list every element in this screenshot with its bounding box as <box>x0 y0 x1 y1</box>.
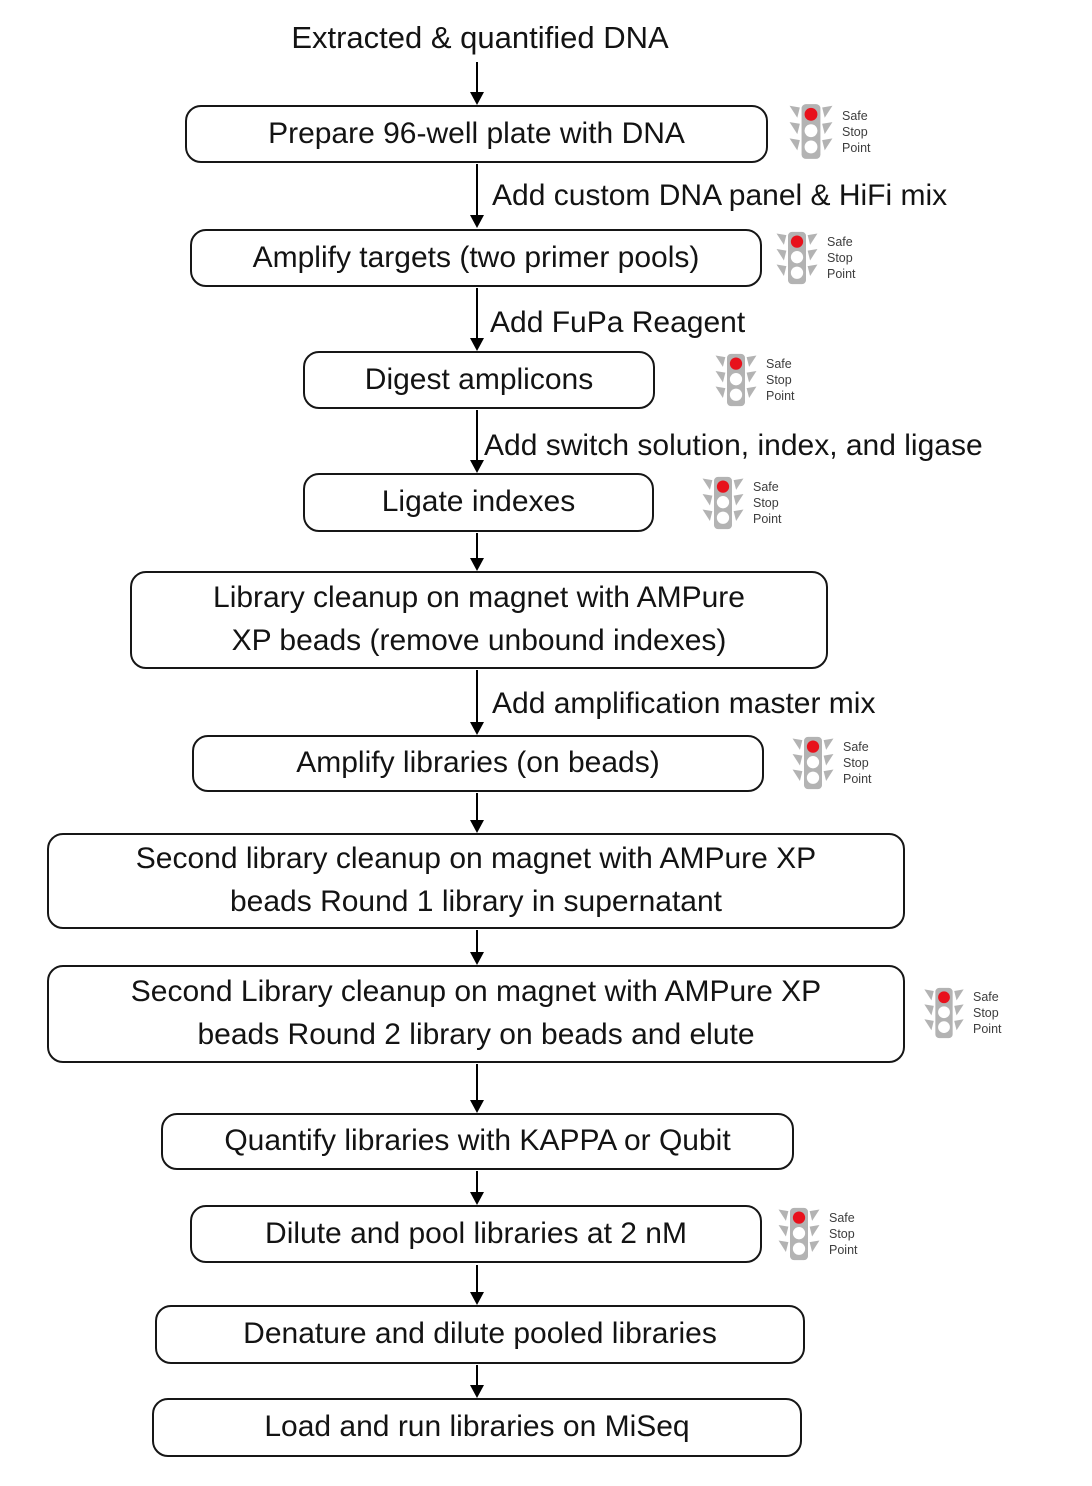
flow-step-label: beads Round 1 library in supernatant <box>230 885 722 918</box>
flow-arrow <box>470 533 484 571</box>
safe-stop-line: Point <box>973 1022 1002 1036</box>
safe-stop-point-text: Safe Stop Point <box>827 234 856 282</box>
flow-step-ligate-indexes: Ligate indexes <box>303 473 654 532</box>
flow-step-second-cleanup-round-1: Second library cleanup on magnet with AM… <box>47 833 905 929</box>
safe-stop-point-text: Safe Stop Point <box>753 479 782 527</box>
flow-arrow <box>470 1365 484 1398</box>
traffic-light-icon <box>776 1207 822 1261</box>
flow-step-label: Load and run libraries on MiSeq <box>264 1410 690 1444</box>
flow-step-label: Second Library cleanup on magnet with AM… <box>130 975 822 1009</box>
traffic-light-icon <box>787 103 835 160</box>
safe-stop-point-text: Safe Stop Point <box>842 108 871 156</box>
flow-step-label: Denature and dilute pooled libraries <box>243 1317 717 1351</box>
flow-arrow <box>470 1171 484 1205</box>
safe-stop-line: Point <box>827 267 856 281</box>
safe-stop-line: Stop <box>766 373 792 387</box>
safe-stop-point-marker: Safe Stop Point <box>713 353 795 407</box>
safe-stop-line: Safe <box>827 235 853 249</box>
flow-step-second-cleanup-round-2: Second Library cleanup on magnet with AM… <box>47 965 905 1063</box>
safe-stop-line: Stop <box>753 496 779 510</box>
flow-arrow <box>470 1265 484 1305</box>
safe-stop-line: Point <box>753 512 782 526</box>
safe-stop-line: Safe <box>766 357 792 371</box>
flow-arrow <box>470 793 484 833</box>
flow-arrow <box>470 164 484 228</box>
edge-label-add-master-mix: Add amplification master mix <box>492 687 876 720</box>
flow-step-label: Digest amplicons <box>364 362 594 396</box>
flow-step-amplify-libraries: Amplify libraries (on beads) <box>192 735 764 792</box>
safe-stop-line: Stop <box>829 1227 855 1241</box>
safe-stop-line: Point <box>766 389 795 403</box>
safe-stop-line: Safe <box>842 108 868 123</box>
flow-arrow <box>470 930 484 965</box>
flow-step-library-cleanup: Library cleanup on magnet with AMPure XP… <box>130 571 828 669</box>
flow-step-label: XP beads (remove unbound indexes) <box>231 624 727 657</box>
safe-stop-line: Safe <box>753 480 779 494</box>
flow-step-label: beads Round 2 library on beads and elute <box>197 1018 755 1051</box>
safe-stop-line: Point <box>843 772 872 786</box>
safe-stop-line: Point <box>842 140 871 155</box>
flow-step-label: Second library cleanup on magnet with AM… <box>135 842 817 876</box>
safe-stop-point-marker: Safe Stop Point <box>790 736 872 790</box>
flow-arrow <box>470 670 484 735</box>
flow-step-label: Library cleanup on magnet with AMPure <box>213 581 745 615</box>
safe-stop-line: Safe <box>843 740 869 754</box>
flow-arrow <box>470 410 484 473</box>
traffic-light-icon <box>774 231 820 285</box>
safe-stop-point-text: Safe Stop Point <box>843 739 872 787</box>
flow-arrow <box>470 288 484 351</box>
flow-step-dilute-pool-libraries: Dilute and pool libraries at 2 nM <box>190 1205 762 1263</box>
safe-stop-line: Stop <box>842 124 868 139</box>
flow-step-digest-amplicons: Digest amplicons <box>303 351 655 409</box>
safe-stop-point-marker: Safe Stop Point <box>787 103 871 160</box>
flow-step-load-run-miseq: Load and run libraries on MiSeq <box>152 1398 802 1457</box>
edge-label-add-panel: Add custom DNA panel & HiFi mix <box>492 179 948 212</box>
edge-label-add-switch: Add switch solution, index, and ligase <box>484 429 983 462</box>
safe-stop-line: Point <box>829 1243 858 1257</box>
flow-step-label: Dilute and pool libraries at 2 nM <box>265 1216 687 1250</box>
traffic-light-icon <box>922 987 966 1039</box>
flow-step-label: Amplify libraries (on beads) <box>296 746 660 780</box>
safe-stop-line: Stop <box>973 1006 999 1020</box>
safe-stop-point-marker: Safe Stop Point <box>776 1207 858 1261</box>
flow-step-amplify-targets: Amplify targets (two primer pools) <box>190 229 762 287</box>
safe-stop-line: Stop <box>843 756 869 770</box>
edge-label-add-fupa: Add FuPa Reagent <box>490 306 746 339</box>
safe-stop-point-marker: Safe Stop Point <box>774 231 856 285</box>
flow-step-prepare-plate: Prepare 96-well plate with DNA <box>185 105 768 163</box>
flow-step-label: Prepare 96-well plate with DNA <box>268 116 685 150</box>
flow-step-label: Quantify libraries with KAPPA or Qubit <box>224 1124 731 1158</box>
safe-stop-line: Safe <box>973 990 999 1004</box>
flow-step-label: Ligate indexes <box>381 485 576 519</box>
safe-stop-point-text: Safe Stop Point <box>766 356 795 404</box>
safe-stop-point-text: Safe Stop Point <box>829 1210 858 1258</box>
safe-stop-line: Stop <box>827 251 853 265</box>
safe-stop-point-marker: Safe Stop Point <box>922 987 1002 1039</box>
safe-stop-point-text: Safe Stop Point <box>973 989 1002 1037</box>
traffic-light-icon <box>713 353 759 407</box>
safe-stop-point-marker: Safe Stop Point <box>700 476 782 530</box>
diagram-title: Extracted & quantified DNA <box>291 20 669 55</box>
safe-stop-line: Safe <box>829 1211 855 1225</box>
flow-arrow <box>470 62 484 105</box>
flow-step-quantify-libraries: Quantify libraries with KAPPA or Qubit <box>161 1113 794 1170</box>
flow-step-denature-dilute: Denature and dilute pooled libraries <box>155 1305 805 1364</box>
traffic-light-icon <box>790 736 836 790</box>
flow-step-label: Amplify targets (two primer pools) <box>252 240 700 274</box>
traffic-light-icon <box>700 476 746 530</box>
flow-arrow <box>470 1064 484 1113</box>
